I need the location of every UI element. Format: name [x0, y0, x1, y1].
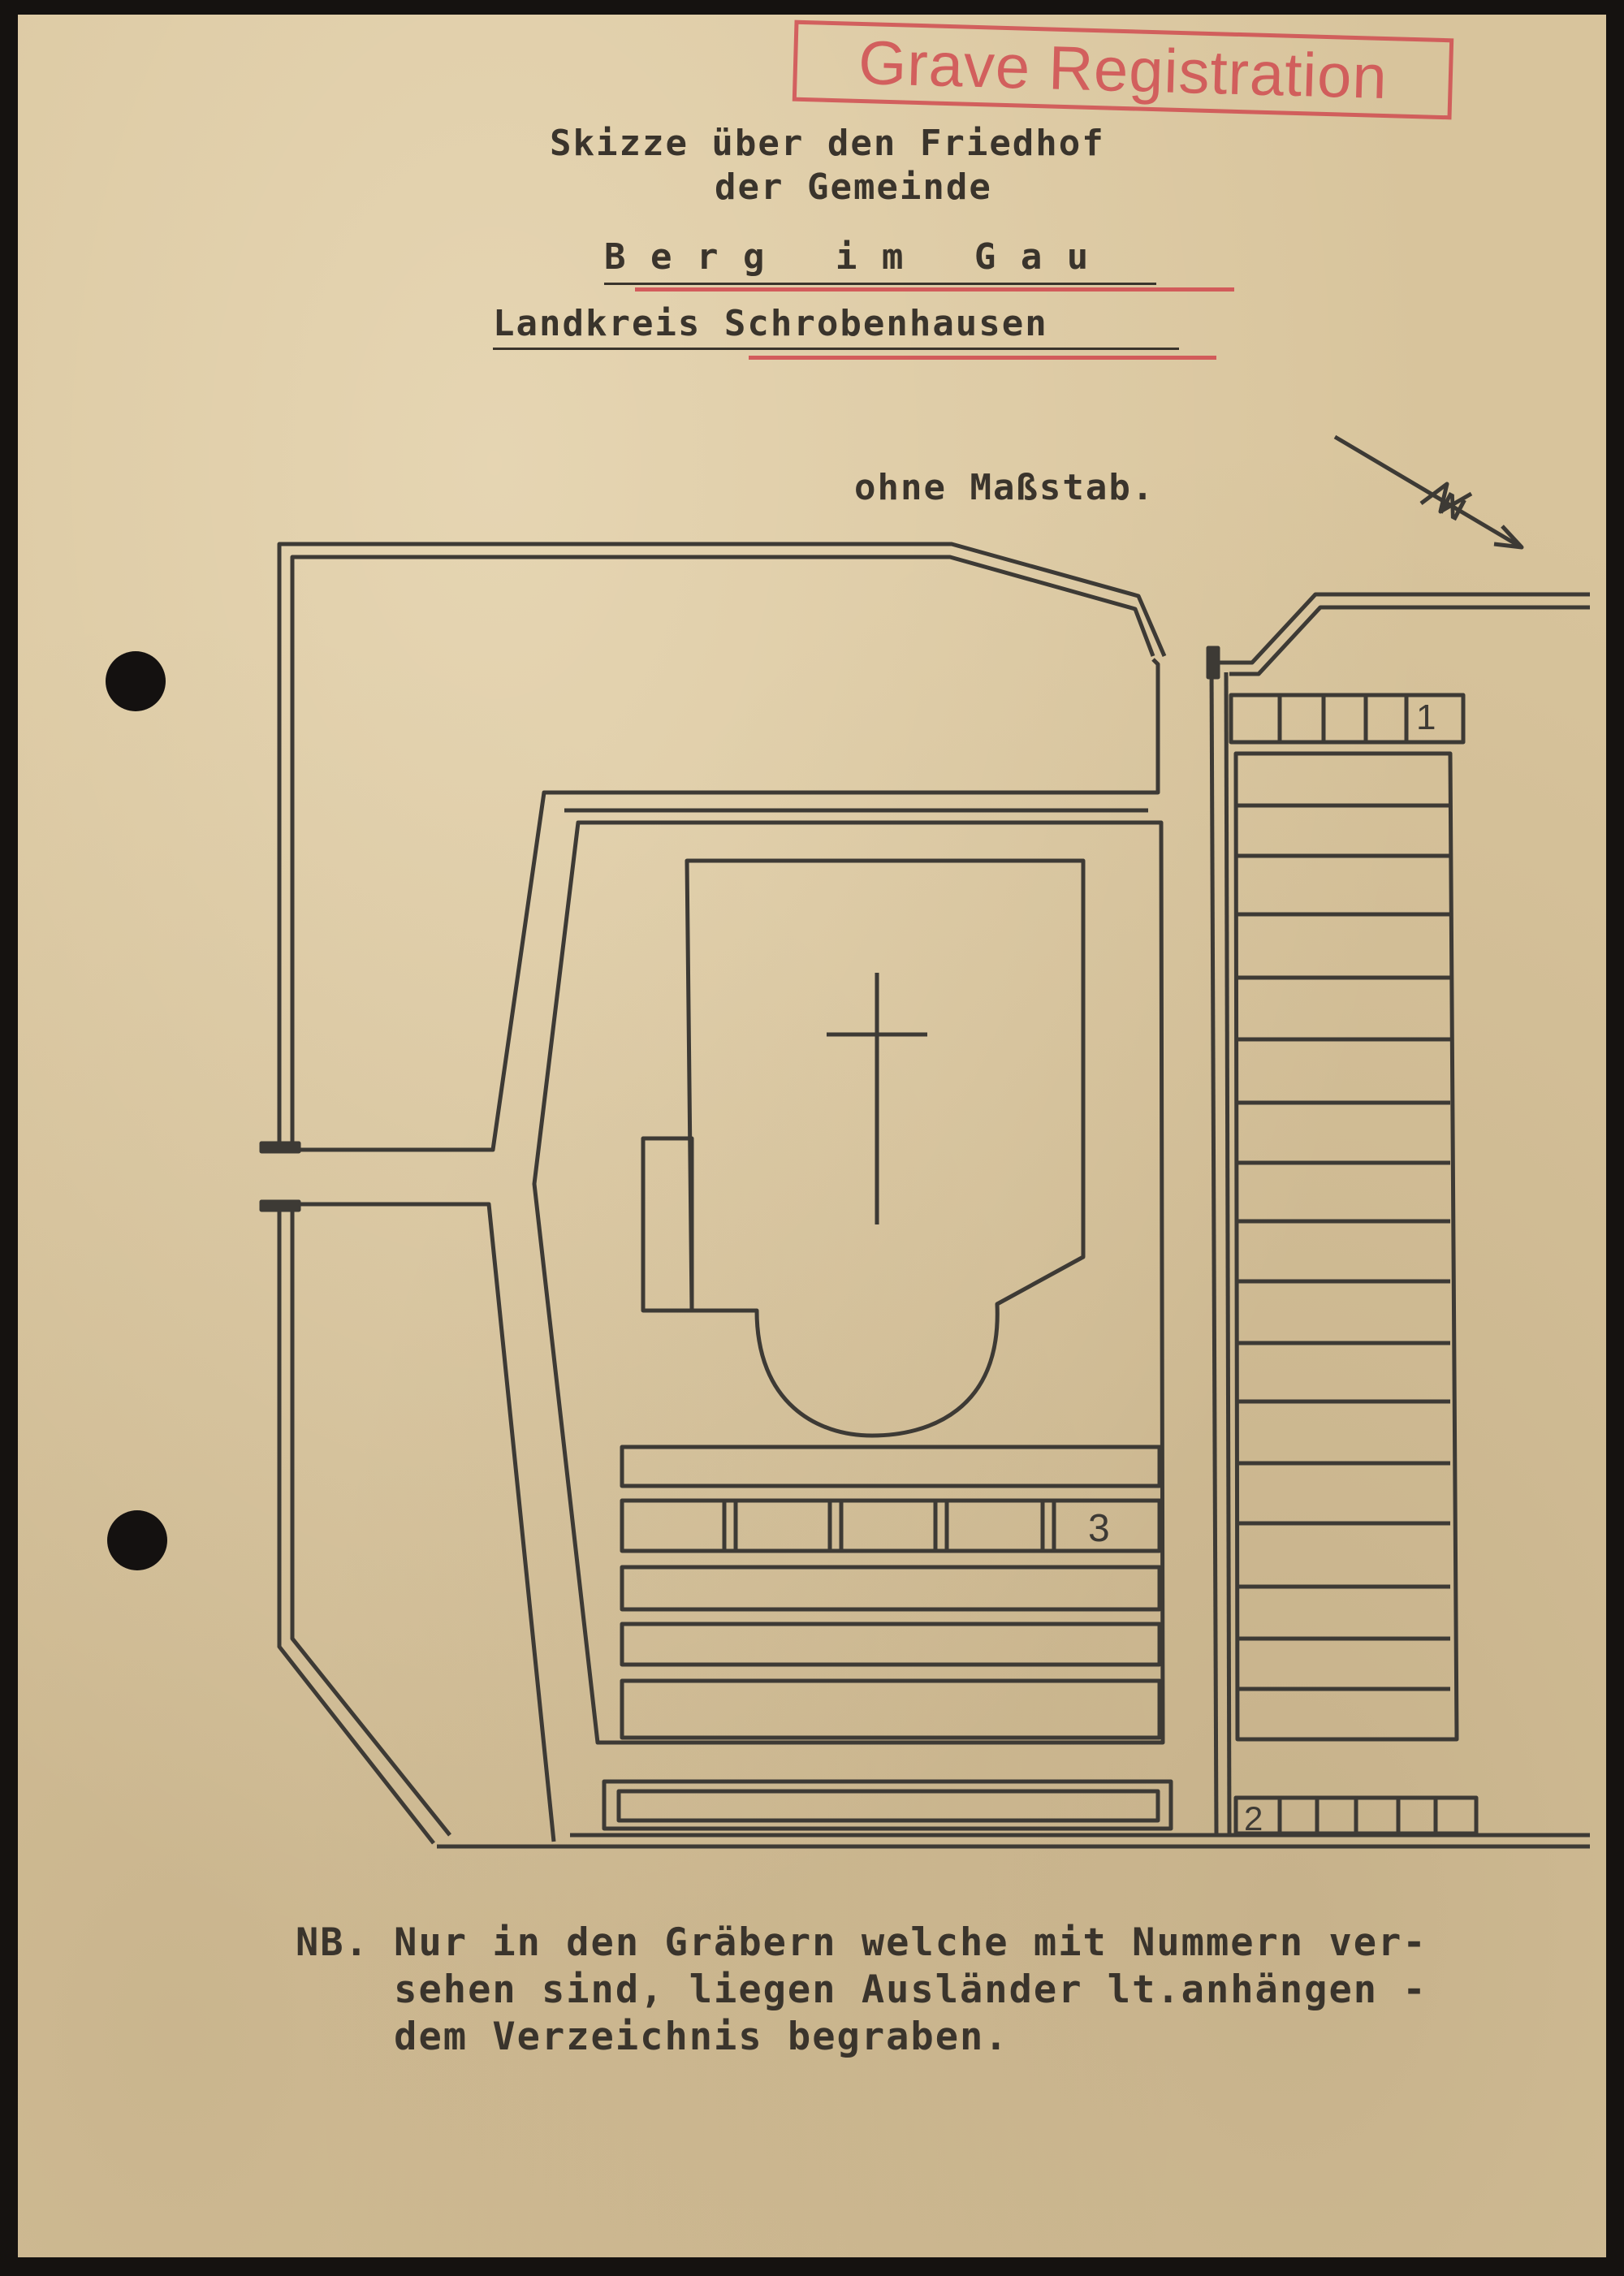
east-grave-column [1233, 751, 1459, 1742]
east-path-left [1209, 663, 1219, 1836]
east-wall-top-outer [1218, 592, 1590, 665]
district-red-underline [749, 356, 1216, 360]
wall-top-left-outer [277, 542, 1167, 1150]
wall-top-left-inner [290, 555, 1155, 1150]
east-path-right [1224, 672, 1232, 1836]
church-annex [641, 1136, 694, 1313]
grave-row-f-inner [616, 1789, 1160, 1823]
punch-hole-top [106, 651, 166, 711]
section-2-label: 2 [1244, 1799, 1263, 1838]
cemetery-sketch: 1 2 3 N [259, 434, 1590, 1849]
title-line-1: Skizze über den Friedhof [550, 123, 1105, 164]
grave-row-a [620, 1445, 1162, 1488]
footnote-line-1: NB. Nur in den Gräbern welche mit Nummer… [296, 1920, 1427, 1965]
grave-row-e [620, 1678, 1162, 1740]
municipality-underline [604, 283, 1156, 285]
path-top-edge [292, 658, 1160, 1152]
section-1-label: 1 [1416, 697, 1436, 737]
grave-row-section-3 [620, 1498, 1162, 1553]
grave-row-section-1 [1229, 693, 1466, 745]
municipality-red-underline [635, 287, 1234, 292]
wall-bottom-left-outer [277, 1204, 435, 1845]
district-underline [493, 348, 1179, 350]
grave-row-c [620, 1565, 1162, 1612]
west-gate-bottom [259, 1199, 301, 1212]
district-name: Landkreis Schrobenhausen [493, 303, 1048, 344]
section-3-label: 3 [1088, 1507, 1110, 1550]
wall-bottom-left-inner [290, 1204, 451, 1837]
church-outline [685, 858, 1086, 1438]
footnote-line-3: dem Verzeichnis begraben. [296, 2015, 1009, 2059]
north-arrow-icon [1333, 434, 1524, 550]
title-line-2: der Gemeinde [715, 166, 992, 208]
document-page: Grave Registration Skizze über den Fried… [18, 15, 1606, 2257]
churchyard-wall-inner [532, 820, 1165, 1745]
path-left-edge [292, 1202, 556, 1842]
scale-note: ohne Maßstab. [854, 467, 1155, 508]
grave-row-d [620, 1622, 1162, 1667]
punch-hole-bottom [107, 1510, 167, 1570]
east-wall-top-inner [1229, 605, 1590, 676]
grave-row-f-outer [602, 1779, 1173, 1831]
municipality-name: B e r g i m G a u [604, 236, 1091, 278]
west-gate-top [259, 1141, 301, 1154]
footnote-line-2: sehen sind, liegen Ausländer lt.anhängen… [296, 1967, 1427, 2012]
